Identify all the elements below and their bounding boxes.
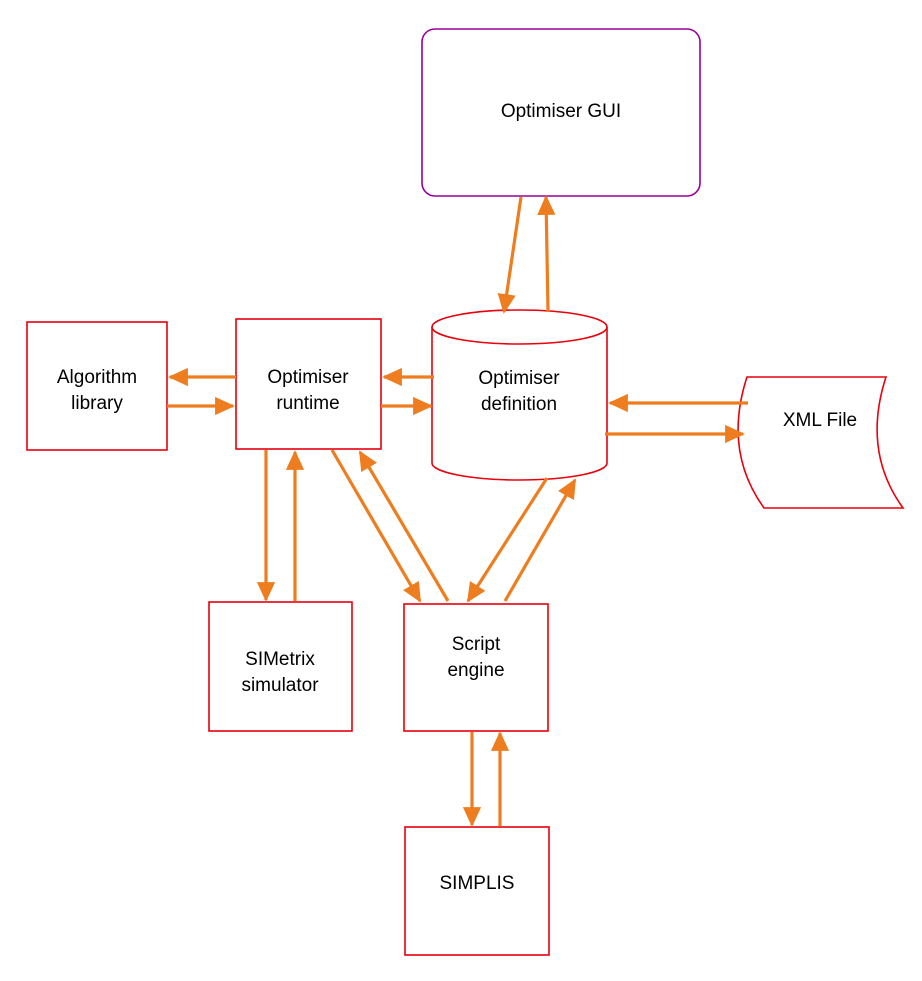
- node-simetrix-simulator[interactable]: SIMetrix simulator: [208, 601, 353, 732]
- optimiser-runtime-label-line2: runtime: [276, 393, 339, 414]
- optimiser-runtime-shape: [235, 318, 382, 450]
- script-engine-label-line1: Script: [452, 634, 501, 655]
- edge-runtime-to-script: [330, 449, 422, 603]
- script-engine-label-line2: engine: [447, 660, 504, 681]
- node-optimiser-gui[interactable]: Optimiser GUI: [421, 28, 701, 197]
- optimiser-runtime-label-line1: Optimiser: [267, 367, 349, 388]
- simetrix-simulator-shape: [208, 601, 353, 732]
- node-optimiser-runtime[interactable]: Optimiser runtime: [235, 318, 382, 450]
- xml-file-shape: [737, 376, 905, 509]
- simplis-label: SIMPLIS: [440, 873, 515, 894]
- optimiser-definition-cylinder-body: [431, 309, 608, 481]
- algorithm-library-shape: [26, 321, 168, 451]
- node-script-engine[interactable]: Script engine: [403, 603, 549, 732]
- optimiser-gui-shape: [421, 28, 701, 197]
- node-optimiser-definition[interactable]: Optimiser definition: [431, 309, 608, 481]
- simetrix-simulator-label-line2: simulator: [241, 675, 319, 696]
- edge-script-to-runtime: [358, 450, 450, 602]
- algorithm-library-label-line1: Algorithm: [57, 367, 137, 388]
- node-xml-file[interactable]: XML File: [737, 376, 905, 509]
- simplis-shape: [404, 826, 550, 956]
- node-algorithm-library[interactable]: Algorithm library: [26, 321, 168, 451]
- edge-script-to-definition: [503, 478, 577, 602]
- simetrix-simulator-label-line1: SIMetrix: [245, 649, 315, 670]
- edge-definition-to-gui: [537, 195, 556, 313]
- script-engine-shape: [403, 603, 549, 732]
- optimiser-definition-cylinder-top: [431, 326, 608, 345]
- edge-gui-to-definition: [497, 196, 523, 314]
- optimiser-definition-label-line1: Optimiser: [478, 368, 560, 389]
- xml-file-label: XML File: [783, 410, 857, 431]
- optimiser-gui-label: Optimiser GUI: [501, 101, 621, 122]
- node-simplis[interactable]: SIMPLIS: [404, 826, 550, 956]
- algorithm-library-label-line2: library: [71, 393, 123, 414]
- optimiser-definition-label-line2: definition: [481, 394, 557, 415]
- edge-definition-to-script: [466, 477, 549, 603]
